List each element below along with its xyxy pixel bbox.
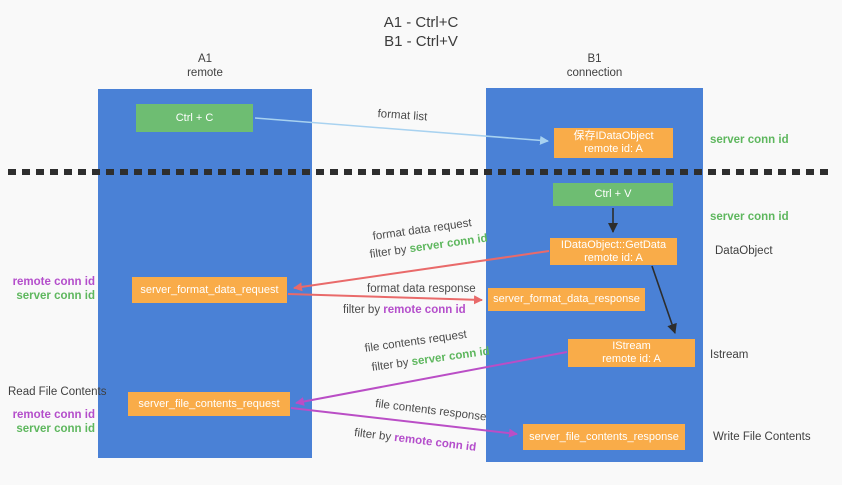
node-server-format-data-response: server_format_data_response bbox=[488, 288, 645, 311]
remote-conn-id-keyword: remote conn id bbox=[393, 431, 477, 454]
edge-label-file-contents-response-filter: filter by remote conn id bbox=[354, 427, 477, 454]
edge-label-format-list: format list bbox=[377, 108, 428, 124]
lane-a1-name: A1 bbox=[197, 53, 213, 65]
node-server-file-contents-response-label: server_file_contents_response bbox=[529, 430, 679, 443]
session-separator-dashed-line bbox=[8, 169, 834, 175]
server-conn-id-keyword: server conn id bbox=[410, 345, 491, 369]
annotation-left-file-conn-ids: remote conn id server conn id bbox=[9, 409, 95, 436]
node-istream: IStream remote id: A bbox=[568, 339, 695, 367]
remote-conn-id-label: remote conn id bbox=[12, 276, 95, 288]
node-save-idataobject: 保存IDataObject remote id: A bbox=[554, 128, 673, 158]
lane-b1-header: B1 connection bbox=[486, 53, 703, 80]
annotation-istream: Istream bbox=[710, 349, 749, 361]
remote-conn-id-label: remote conn id bbox=[12, 409, 95, 421]
node-server-file-contents-request-label: server_file_contents_request bbox=[138, 397, 280, 410]
node-istream-line2: remote id: A bbox=[602, 353, 661, 365]
node-ctrl-v-label: Ctrl + V bbox=[594, 188, 632, 200]
edge-label-format-data-response-filter: filter by remote conn id bbox=[343, 304, 466, 316]
lane-b1-name: B1 bbox=[587, 53, 602, 65]
edge-label-file-contents-response: file contents response bbox=[374, 398, 488, 424]
annotation-left-format-conn-ids: remote conn id server conn id bbox=[9, 276, 95, 303]
node-ctrl-c-label: Ctrl + C bbox=[175, 111, 214, 124]
node-istream-line1: IStream bbox=[612, 340, 651, 352]
node-idataobject-getdata-line1: IDataObject::GetData bbox=[560, 238, 667, 251]
annotation-dataobject: DataObject bbox=[715, 245, 773, 257]
annotation-write-file-contents: Write File Contents bbox=[713, 431, 811, 443]
lane-a1-role: remote bbox=[187, 66, 223, 79]
title-line-2: B1 - Ctrl+V bbox=[384, 33, 458, 50]
node-ctrl-v: Ctrl + V bbox=[553, 183, 673, 206]
diagram-title: A1 - Ctrl+C B1 - Ctrl+V bbox=[0, 13, 842, 51]
annotation-read-file-contents: Read File Contents bbox=[8, 386, 107, 398]
node-idataobject-getdata-line2: remote id: A bbox=[584, 251, 643, 264]
lane-a1-header: A1 remote bbox=[98, 53, 312, 80]
node-save-idataobject-line1: 保存IDataObject bbox=[573, 130, 654, 142]
annotation-server-conn-id-mid: server conn id bbox=[710, 211, 789, 223]
title-line-1: A1 - Ctrl+C bbox=[383, 14, 459, 31]
annotation-server-conn-id-top: server conn id bbox=[710, 134, 789, 146]
node-server-file-contents-response: server_file_contents_response bbox=[523, 424, 685, 450]
node-idataobject-getdata: IDataObject::GetData remote id: A bbox=[550, 238, 677, 265]
node-save-idataobject-line2: remote id: A bbox=[584, 143, 643, 155]
filter-by-text: filter by bbox=[343, 304, 384, 316]
server-conn-id-label: server conn id bbox=[16, 422, 95, 435]
remote-conn-id-keyword: remote conn id bbox=[383, 304, 466, 316]
node-server-file-contents-request: server_file_contents_request bbox=[128, 392, 290, 416]
node-server-format-data-request: server_format_data_request bbox=[132, 277, 287, 303]
node-server-format-data-response-label: server_format_data_response bbox=[493, 293, 640, 305]
lane-b1-role: connection bbox=[566, 66, 623, 79]
node-server-format-data-request-label: server_format_data_request bbox=[140, 283, 279, 296]
server-conn-id-label: server conn id bbox=[16, 289, 95, 302]
filter-by-text: filter by bbox=[353, 427, 395, 444]
filter-by-text: filter by bbox=[369, 243, 411, 261]
filter-by-text: filter by bbox=[371, 356, 413, 374]
edge-label-format-data-response: format data response bbox=[367, 283, 476, 295]
node-ctrl-c: Ctrl + C bbox=[136, 104, 253, 132]
